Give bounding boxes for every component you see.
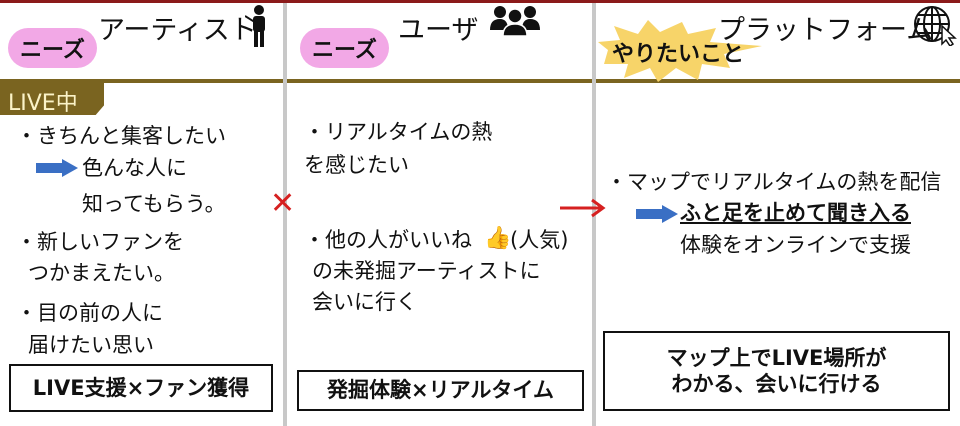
need-text: ・新しいファンを	[16, 230, 184, 254]
users-icon	[490, 6, 540, 36]
want-text: 体験をオンラインで支援	[680, 233, 911, 257]
top-border	[0, 0, 960, 3]
user-summary-box: 発掘体験×リアルタイム	[297, 370, 584, 411]
need-text: ・きちんと集客したい	[16, 124, 226, 148]
need-text: (人気)	[510, 228, 569, 252]
need-text: ・リアルタイムの熱	[304, 120, 493, 144]
artist-title: アーティスト	[98, 15, 257, 46]
live-tag: LIVE中	[0, 83, 104, 115]
red-arrow-icon	[560, 198, 606, 218]
need-text: 知ってもらう。	[82, 192, 226, 216]
blue-arrow-icon	[636, 205, 678, 223]
guitarist-icon	[245, 5, 265, 47]
needs-badge: ニーズ	[8, 28, 97, 68]
want-text-highlight: ふと足を止めて聞き入る	[680, 201, 911, 225]
need-text: の未発掘アーティストに	[312, 259, 541, 283]
artist-summary-box: LIVE支援×ファン獲得	[9, 364, 273, 412]
platform-title: プラットフォーム	[718, 15, 934, 46]
want-text: ・マップでリアルタイムの熱を配信	[606, 170, 942, 194]
need-text: ・他の人がいいね	[304, 228, 472, 252]
user-title: ユーザ	[398, 15, 479, 46]
burst-shape	[598, 20, 762, 82]
want-badge: やりたいこと	[612, 42, 745, 67]
platform-summary-box: マップ上でLIVE場所が わかる、会いに行ける	[603, 331, 950, 411]
need-text: ・目の前の人に	[16, 301, 163, 325]
needs-badge: ニーズ	[300, 28, 389, 68]
need-text: つかまえたい。	[28, 261, 175, 285]
cross-icon: ✕	[270, 186, 296, 221]
need-text: 色んな人に	[82, 156, 187, 180]
globe-cursor-icon	[914, 6, 957, 46]
column-divider	[283, 3, 287, 426]
need-text: 会いに行く	[312, 290, 417, 314]
summary-line: わかる、会いに行ける	[671, 372, 882, 396]
blue-arrow-icon	[36, 159, 78, 177]
summary-line: マップ上でLIVE場所が	[666, 345, 887, 370]
need-text: 届けたい思い	[28, 333, 154, 357]
header-rule	[596, 79, 960, 83]
header-rule	[0, 79, 283, 83]
header-rule	[287, 79, 592, 83]
need-text: を感じたい	[304, 153, 409, 177]
thumbs-up-icon: 👍	[484, 226, 512, 251]
